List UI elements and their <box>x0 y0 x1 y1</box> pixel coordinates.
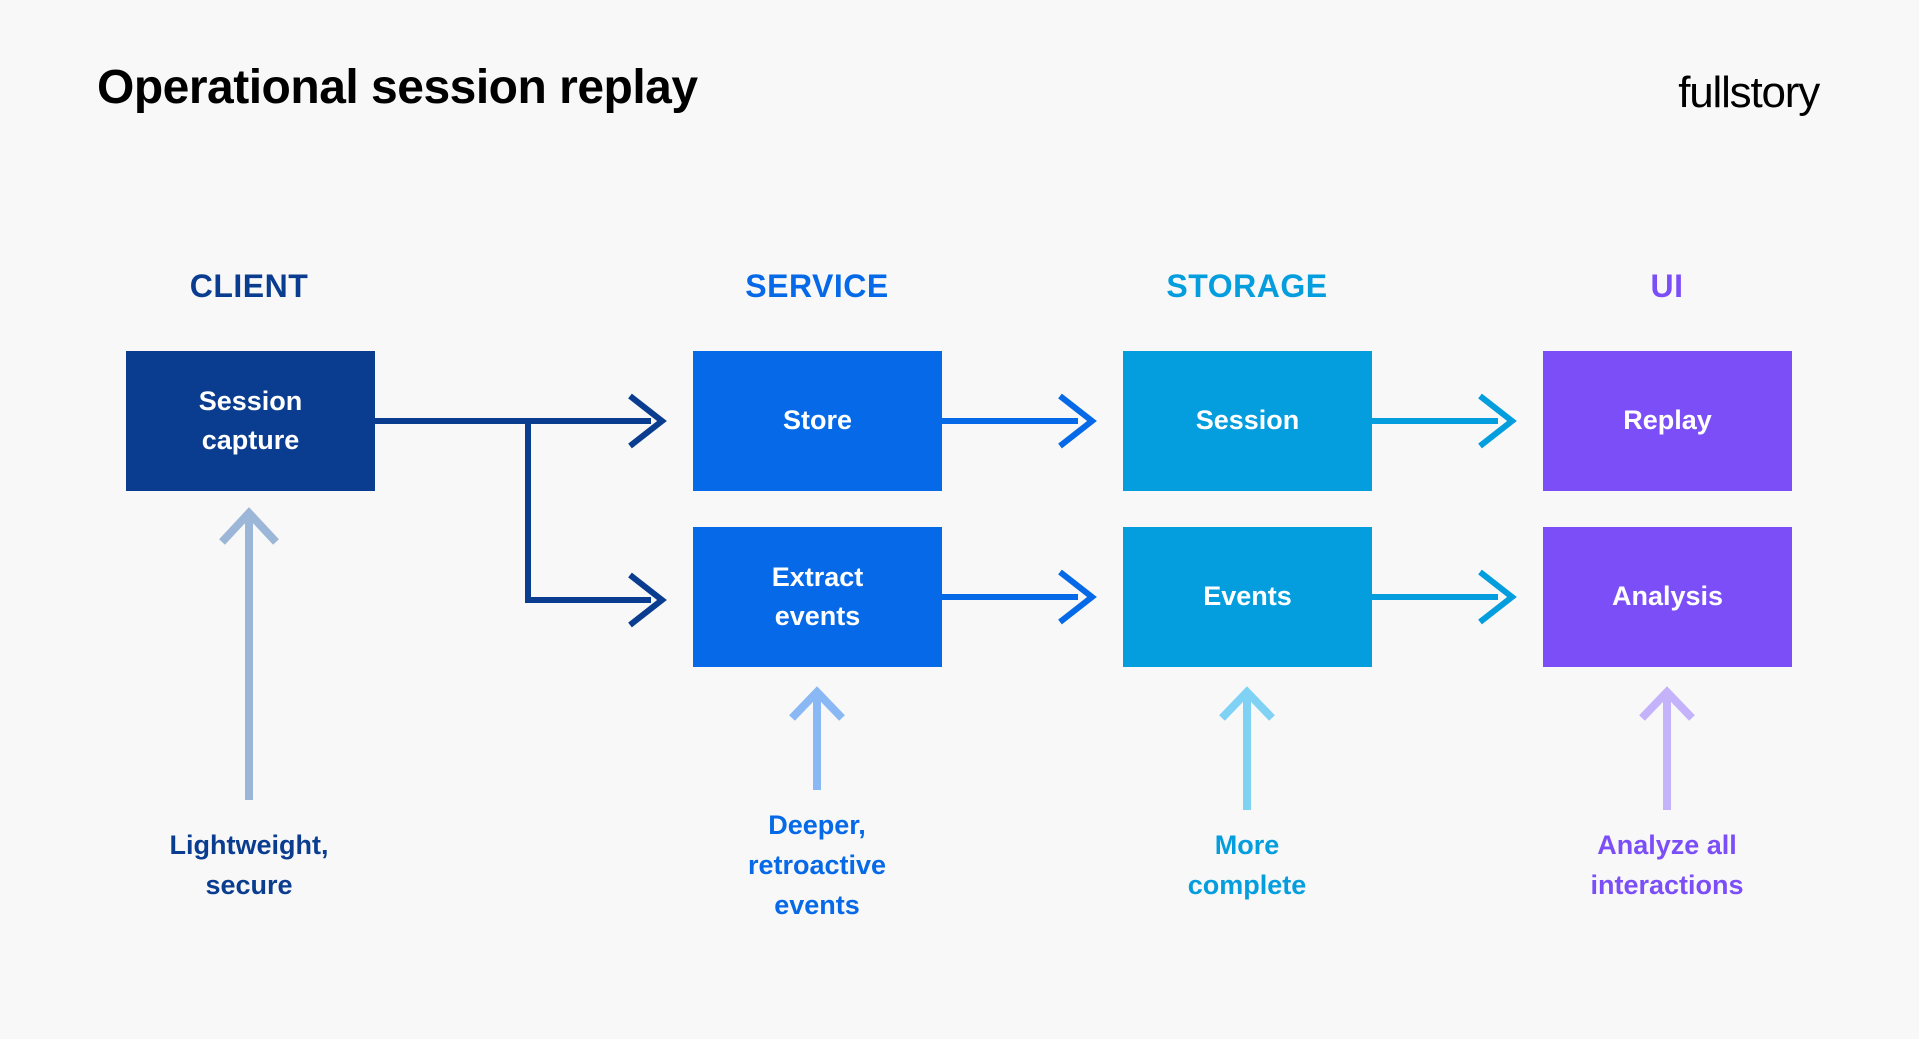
node-extract-events-line2: events <box>774 601 861 631</box>
link-extract-to-events <box>941 569 1097 625</box>
node-events[interactable]: Events <box>1123 527 1372 667</box>
up-arrow-storage <box>1219 686 1275 810</box>
column-heading-client: CLIENT <box>189 268 309 304</box>
node-session-capture-line2: capture <box>201 425 300 455</box>
link-session-to-replay <box>1371 393 1517 449</box>
node-analysis[interactable]: Analysis <box>1543 527 1792 667</box>
up-arrow-ui <box>1639 686 1695 810</box>
up-arrow-service <box>789 686 845 790</box>
node-session[interactable]: Session <box>1123 351 1372 491</box>
node-analysis-line1: Analysis <box>1611 581 1724 612</box>
up-arrow-client <box>219 507 279 800</box>
branch-arrowheads <box>628 393 667 628</box>
caption-service: Deeper, retroactive events <box>747 810 887 920</box>
fullstory-logo: fullstory <box>1678 68 1820 117</box>
node-store[interactable]: Store <box>693 351 942 491</box>
node-events-line1: Events <box>1203 581 1292 612</box>
caption-client: Lightweight, secure <box>169 830 329 900</box>
column-heading-service: SERVICE <box>745 268 889 304</box>
node-session-capture-line1: Session <box>198 385 303 416</box>
node-extract-events[interactable]: Extract events <box>693 527 942 667</box>
link-store-to-session <box>941 393 1097 449</box>
caption-ui: Analyze all interactions <box>1590 830 1744 900</box>
node-session-capture[interactable]: Session capture <box>126 351 375 491</box>
page-title: Operational session replay <box>97 61 698 114</box>
link-events-to-analysis <box>1371 569 1517 625</box>
node-extract-events-line1: Extract <box>771 561 864 592</box>
branch-connector-client-to-service <box>372 418 651 603</box>
node-store-line1: Store <box>782 405 853 436</box>
node-session-line1: Session <box>1195 405 1300 436</box>
node-replay-line1: Replay <box>1623 405 1712 436</box>
caption-storage: More complete <box>1187 830 1307 900</box>
column-heading-ui: UI <box>1650 268 1684 304</box>
column-heading-storage: STORAGE <box>1166 268 1328 304</box>
node-replay[interactable]: Replay <box>1543 351 1792 491</box>
